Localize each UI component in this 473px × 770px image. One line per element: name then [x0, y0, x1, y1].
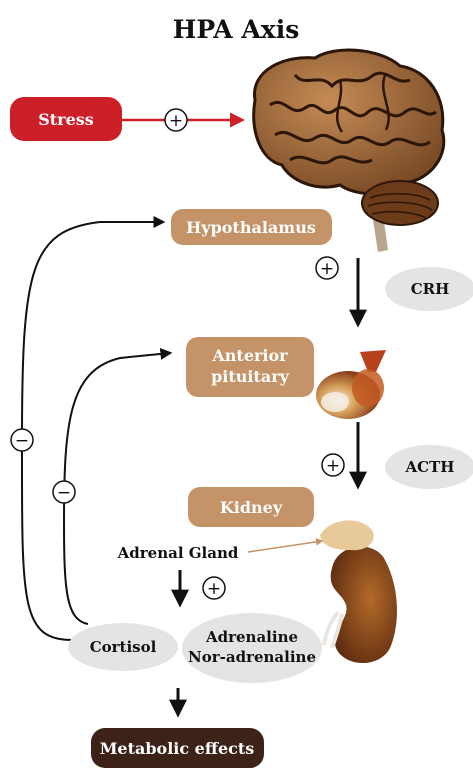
metabolic-effects-label: Metabolic effects — [100, 739, 255, 758]
cortisol-feedback-hypothalamus-line — [22, 222, 163, 640]
stress-plus-sign: + — [169, 111, 183, 131]
adrenal-pointer-line — [248, 541, 322, 552]
adrenal-plus-sign: + — [207, 579, 221, 599]
cortisol-label: Cortisol — [90, 638, 157, 656]
kidney-label: Kidney — [220, 498, 283, 517]
anterior-pituitary-label-line1: Anterior — [211, 346, 288, 365]
crh-plus-sign: + — [320, 259, 334, 279]
adrenal-gland-label: Adrenal Gland — [117, 544, 239, 562]
stress-label: Stress — [38, 110, 94, 129]
acth-label: ACTH — [405, 458, 455, 476]
adrenaline-label: Adrenaline — [205, 628, 298, 646]
hypothalamus-label: Hypothalamus — [186, 218, 316, 237]
nor-adrenaline-label: Nor-adrenaline — [188, 648, 316, 666]
cortisol-feedback-pituitary-line — [64, 353, 170, 624]
kidney-icon — [320, 520, 397, 663]
feedback-minus-sign-inner: − — [57, 483, 71, 503]
acth-plus-sign: + — [326, 456, 340, 476]
diagram-title: HPA Axis — [173, 15, 300, 44]
feedback-minus-sign-outer: − — [15, 431, 29, 451]
pituitary-gland-icon — [316, 350, 386, 419]
crh-label: CRH — [411, 280, 450, 298]
anterior-pituitary-label-line2: pituitary — [211, 367, 290, 386]
